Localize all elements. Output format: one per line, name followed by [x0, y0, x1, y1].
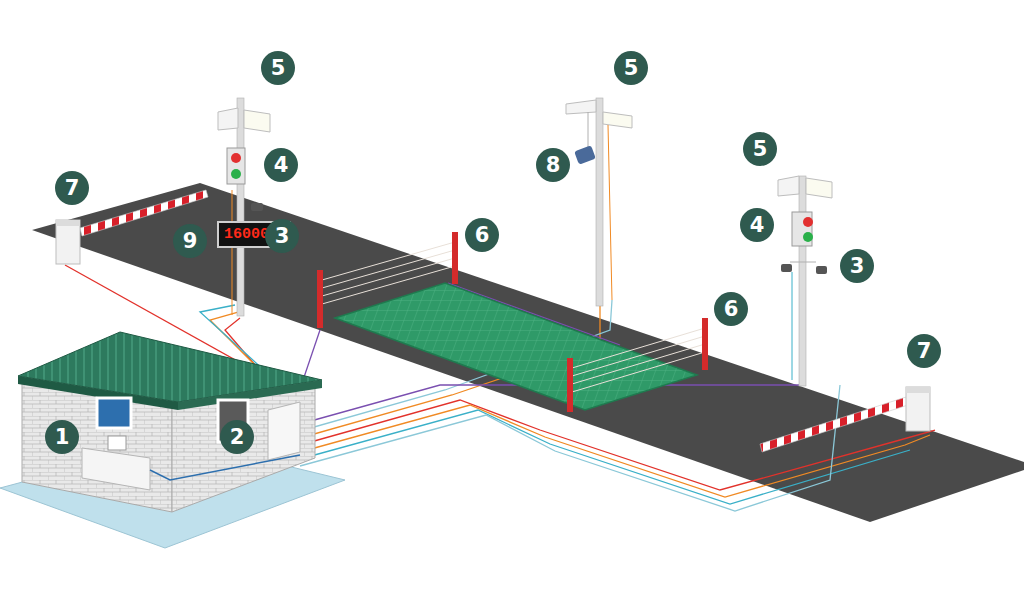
- callout-number: 2: [220, 420, 254, 454]
- control-room: [0, 332, 345, 548]
- callout-number: 4: [740, 208, 774, 242]
- callout-number: 8: [536, 148, 570, 182]
- callout-number: 3: [840, 249, 874, 283]
- pole-right: [778, 176, 832, 386]
- pole-left: [218, 98, 270, 316]
- pole-middle: [566, 98, 632, 306]
- callout-number: 5: [743, 132, 777, 166]
- callout-number: 1: [45, 420, 79, 454]
- callout-number: 7: [907, 334, 941, 368]
- sensor-posts: [317, 232, 708, 412]
- barrier-gate: [760, 387, 930, 452]
- callout-number: 4: [264, 148, 298, 182]
- callout-number: 6: [465, 218, 499, 252]
- callout-number: 6: [714, 292, 748, 326]
- callout-number: 7: [55, 171, 89, 205]
- callout-number: 5: [261, 51, 295, 85]
- callout-number: 3: [265, 219, 299, 253]
- display-reading: 16000: [224, 226, 269, 243]
- callout-number: 5: [614, 51, 648, 85]
- callout-number: 9: [173, 224, 207, 258]
- infrared-beams: [322, 242, 705, 392]
